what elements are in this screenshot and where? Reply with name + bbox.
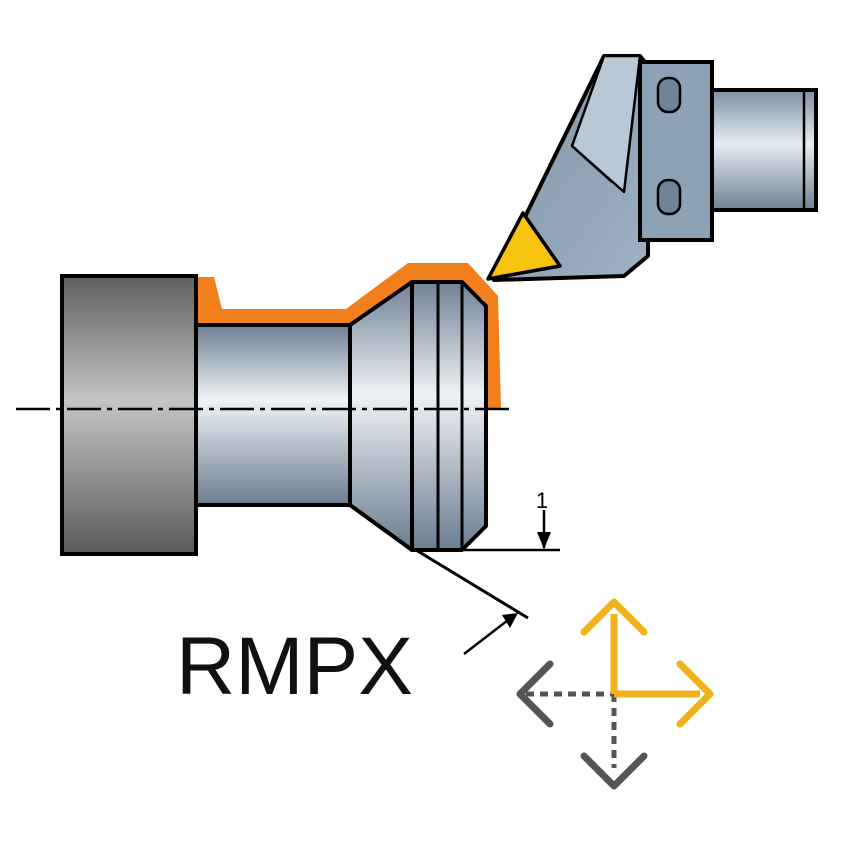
holder-edge <box>571 145 613 183</box>
chevron-down-icon <box>580 752 648 790</box>
leader-arrowhead <box>502 613 518 628</box>
leader-line <box>415 548 529 620</box>
triangular-insert-icon <box>486 211 562 281</box>
depth-of-cut-label: 1 <box>536 488 548 513</box>
chevron-left-icon <box>516 660 554 728</box>
chuck <box>60 274 198 556</box>
dimension-arrowhead <box>537 532 551 549</box>
clamp-screw-bottom <box>656 178 682 216</box>
taper-section <box>348 280 414 552</box>
leader-arrow-shaft <box>463 616 513 655</box>
operation-label: RMPX <box>176 621 413 712</box>
large-diameter <box>410 280 488 552</box>
chevron-right-icon <box>676 660 714 728</box>
shaft-section <box>194 323 352 507</box>
clamp-screw-top <box>656 76 682 114</box>
holder-shank <box>710 88 818 212</box>
chevron-up-icon <box>580 598 648 636</box>
direction-arrows-icon <box>516 598 714 790</box>
material-removed-zone <box>196 263 501 409</box>
